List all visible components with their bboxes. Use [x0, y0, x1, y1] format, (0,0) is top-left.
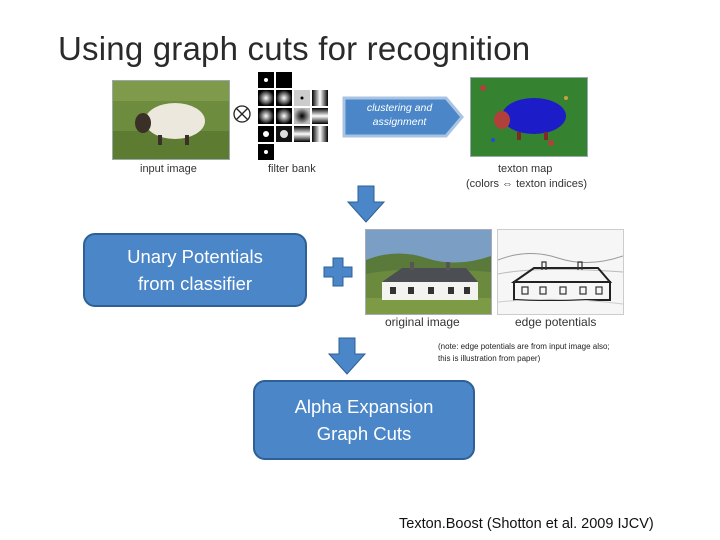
sheep-body — [145, 103, 205, 139]
citation: Texton.Boost (Shotton et al. 2009 IJCV) — [399, 516, 654, 532]
clustering-label-line2: assignment — [372, 116, 427, 128]
down-arrow-icon — [346, 185, 386, 223]
edge-potentials-caption: edge potentials — [515, 315, 597, 329]
clustering-label: clustering and assignment — [352, 101, 447, 129]
house-shape — [382, 262, 478, 300]
filter-bank-caption: filter bank — [268, 163, 316, 175]
original-image — [365, 229, 492, 315]
clustering-label-line1: clustering and — [366, 102, 433, 114]
texton-map-caption: texton map — [498, 163, 553, 175]
texton-sheep-region — [502, 98, 566, 134]
note-text: (note: edge potentials are from input im… — [438, 341, 688, 365]
filter-bank — [258, 72, 330, 162]
note-line2: this is illustration from paper) — [438, 354, 541, 363]
texton-map-note: (colors ⇔ texton indices) — [466, 178, 588, 190]
convolve-icon — [233, 105, 251, 123]
clustering-arrow — [342, 96, 464, 138]
slide-title: Using graph cuts for recognition — [58, 30, 531, 67]
down-arrow-icon — [327, 337, 367, 375]
unary-potentials-box: Unary Potentials from classifier — [83, 233, 307, 307]
texton-map — [470, 77, 588, 157]
note-line1: (note: edge potentials are from input im… — [438, 342, 610, 351]
input-image-caption: input image — [140, 163, 197, 175]
alpha-line2: Graph Cuts — [316, 423, 412, 444]
alpha-expansion-box: Alpha Expansion Graph Cuts — [253, 380, 475, 460]
alpha-line1: Alpha Expansion — [294, 396, 434, 417]
original-image-caption: original image — [385, 315, 460, 329]
input-image — [112, 80, 230, 160]
sheep-head — [135, 113, 151, 133]
plus-icon — [323, 257, 353, 287]
unary-line2: from classifier — [137, 273, 253, 294]
unary-line1: Unary Potentials — [127, 246, 263, 267]
edge-potentials-image — [497, 229, 624, 315]
